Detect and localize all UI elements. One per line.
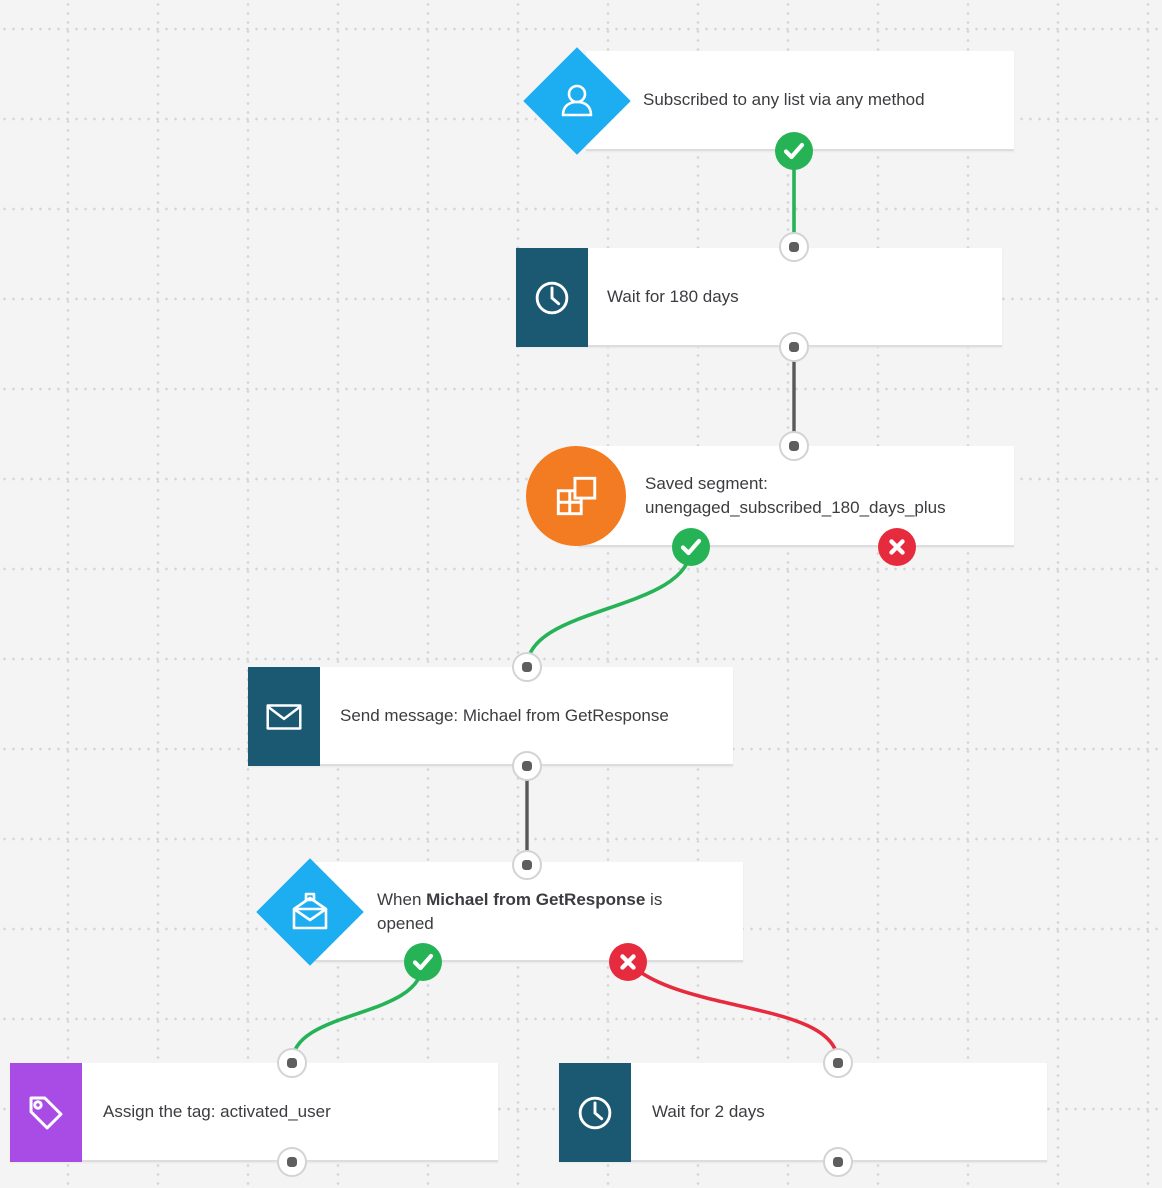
connector-dot[interactable]	[277, 1147, 307, 1177]
node-title: Assign the tag: activated_user	[103, 1101, 331, 1121]
connector-dot[interactable]	[823, 1147, 853, 1177]
failure-port[interactable]	[878, 528, 916, 566]
connector-dot[interactable]	[823, 1048, 853, 1078]
connector-dot[interactable]	[512, 652, 542, 682]
connector-dot[interactable]	[512, 850, 542, 880]
success-port[interactable]	[775, 132, 813, 170]
segment-icon	[556, 476, 597, 516]
node-wait-180-days[interactable]: Wait for 180 days	[516, 248, 1002, 347]
success-port[interactable]	[404, 943, 442, 981]
node-title: When Michael from GetResponse is opened	[377, 890, 663, 933]
clock-icon	[535, 281, 569, 314]
node-assign-tag[interactable]: Assign the tag: activated_user	[10, 1063, 498, 1162]
segment-icon-tile	[526, 446, 626, 546]
node-title: Saved segment: unengaged_subscribed_180_…	[645, 473, 946, 517]
node-title: Wait for 2 days	[652, 1101, 765, 1121]
node-saved-segment[interactable]: Saved segment: unengaged_subscribed_180_…	[578, 446, 1014, 547]
wire-segment-success-to-send	[525, 546, 693, 668]
checkmark-icon	[783, 142, 805, 160]
tag-icon-tile	[10, 1063, 82, 1162]
wire-opened-failure-to-wait2	[626, 960, 840, 1064]
connector-dot[interactable]	[512, 751, 542, 781]
tag-icon	[29, 1096, 63, 1129]
node-title: Subscribed to any list via any method	[643, 90, 925, 109]
connector-dot[interactable]	[277, 1048, 307, 1078]
node-title: Wait for 180 days	[607, 286, 739, 306]
envelope-open-icon	[292, 892, 328, 930]
connector-dot[interactable]	[779, 332, 809, 362]
node-send-message[interactable]: Send message: Michael from GetResponse	[248, 667, 733, 766]
node-title: Send message: Michael from GetResponse	[340, 705, 669, 725]
failure-port[interactable]	[609, 943, 647, 981]
connector-dot[interactable]	[779, 431, 809, 461]
node-wait-2-days[interactable]: Wait for 2 days	[559, 1063, 1047, 1162]
wait-icon-tile	[559, 1063, 631, 1162]
success-port[interactable]	[672, 528, 710, 566]
clock-icon	[578, 1096, 612, 1129]
connector-dot[interactable]	[779, 232, 809, 262]
cross-icon	[889, 539, 905, 555]
person-icon	[561, 84, 593, 117]
envelope-icon	[266, 703, 302, 730]
wait-icon-tile	[516, 248, 588, 347]
message-icon-tile	[248, 667, 320, 766]
